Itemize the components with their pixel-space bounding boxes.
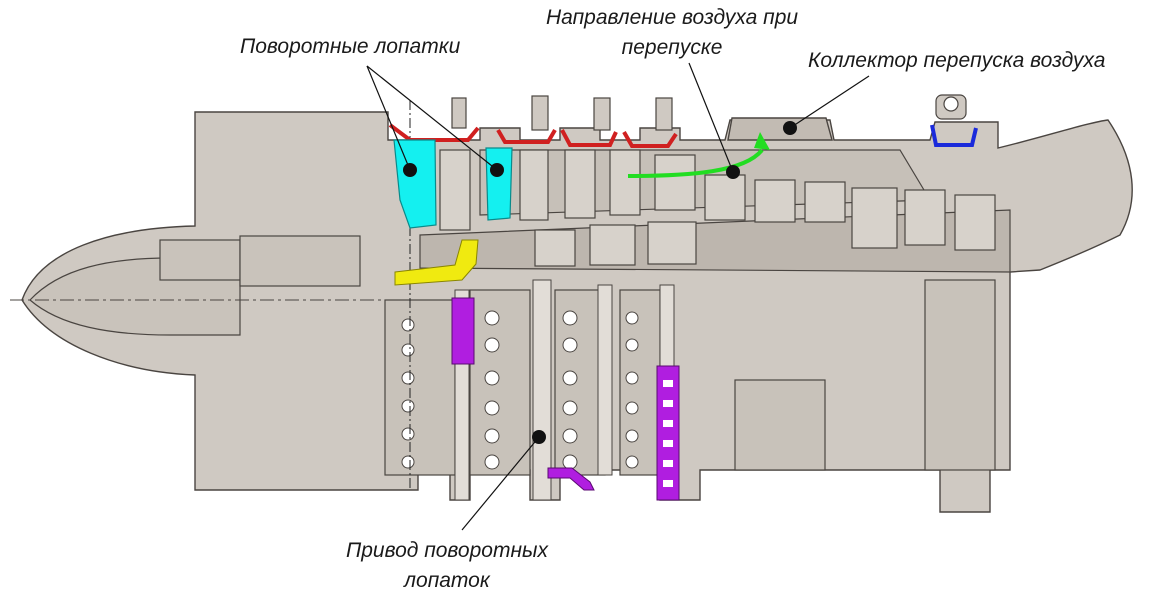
callout-dots (403, 121, 797, 444)
label-bleed-collector: Коллектор перепуска воздуха (808, 49, 1106, 72)
casing-red-highlight (388, 123, 678, 148)
leader-lines (366, 62, 870, 531)
label-bleed-flow-line1: Направление воздуха при (546, 6, 799, 29)
seal-blue-highlight (930, 124, 978, 147)
shaft-yellow-highlight (394, 239, 479, 286)
label-vane-actuator-line2: лопаток (404, 569, 490, 592)
bolt-holes (401, 310, 639, 470)
dot-vane-2 (490, 163, 504, 177)
label-bleed-flow-line2: перепуске (621, 36, 723, 59)
dot-flow (726, 165, 740, 179)
label-vane-actuator: Привод поворотных лопаток (346, 536, 548, 596)
bleed-collector-housing (727, 117, 833, 141)
actuator-slots (663, 380, 673, 487)
bleed-flow-arrow (627, 132, 770, 178)
dot-vane-1 (403, 163, 417, 177)
label-bleed-flow-direction: Направление воздуха при перепуске (546, 3, 798, 63)
vane-bosses (451, 94, 967, 131)
label-variable-vanes: Поворотные лопатки (240, 35, 461, 58)
compressor-stages (439, 149, 996, 267)
dot-actuator (532, 430, 546, 444)
accessory-section (384, 279, 996, 476)
label-vane-actuator-line1: Привод поворотных (346, 539, 548, 562)
vane-actuator-purple (451, 297, 680, 501)
dot-collector (783, 121, 797, 135)
inlet-nose (29, 235, 361, 336)
variable-vanes (393, 139, 513, 229)
